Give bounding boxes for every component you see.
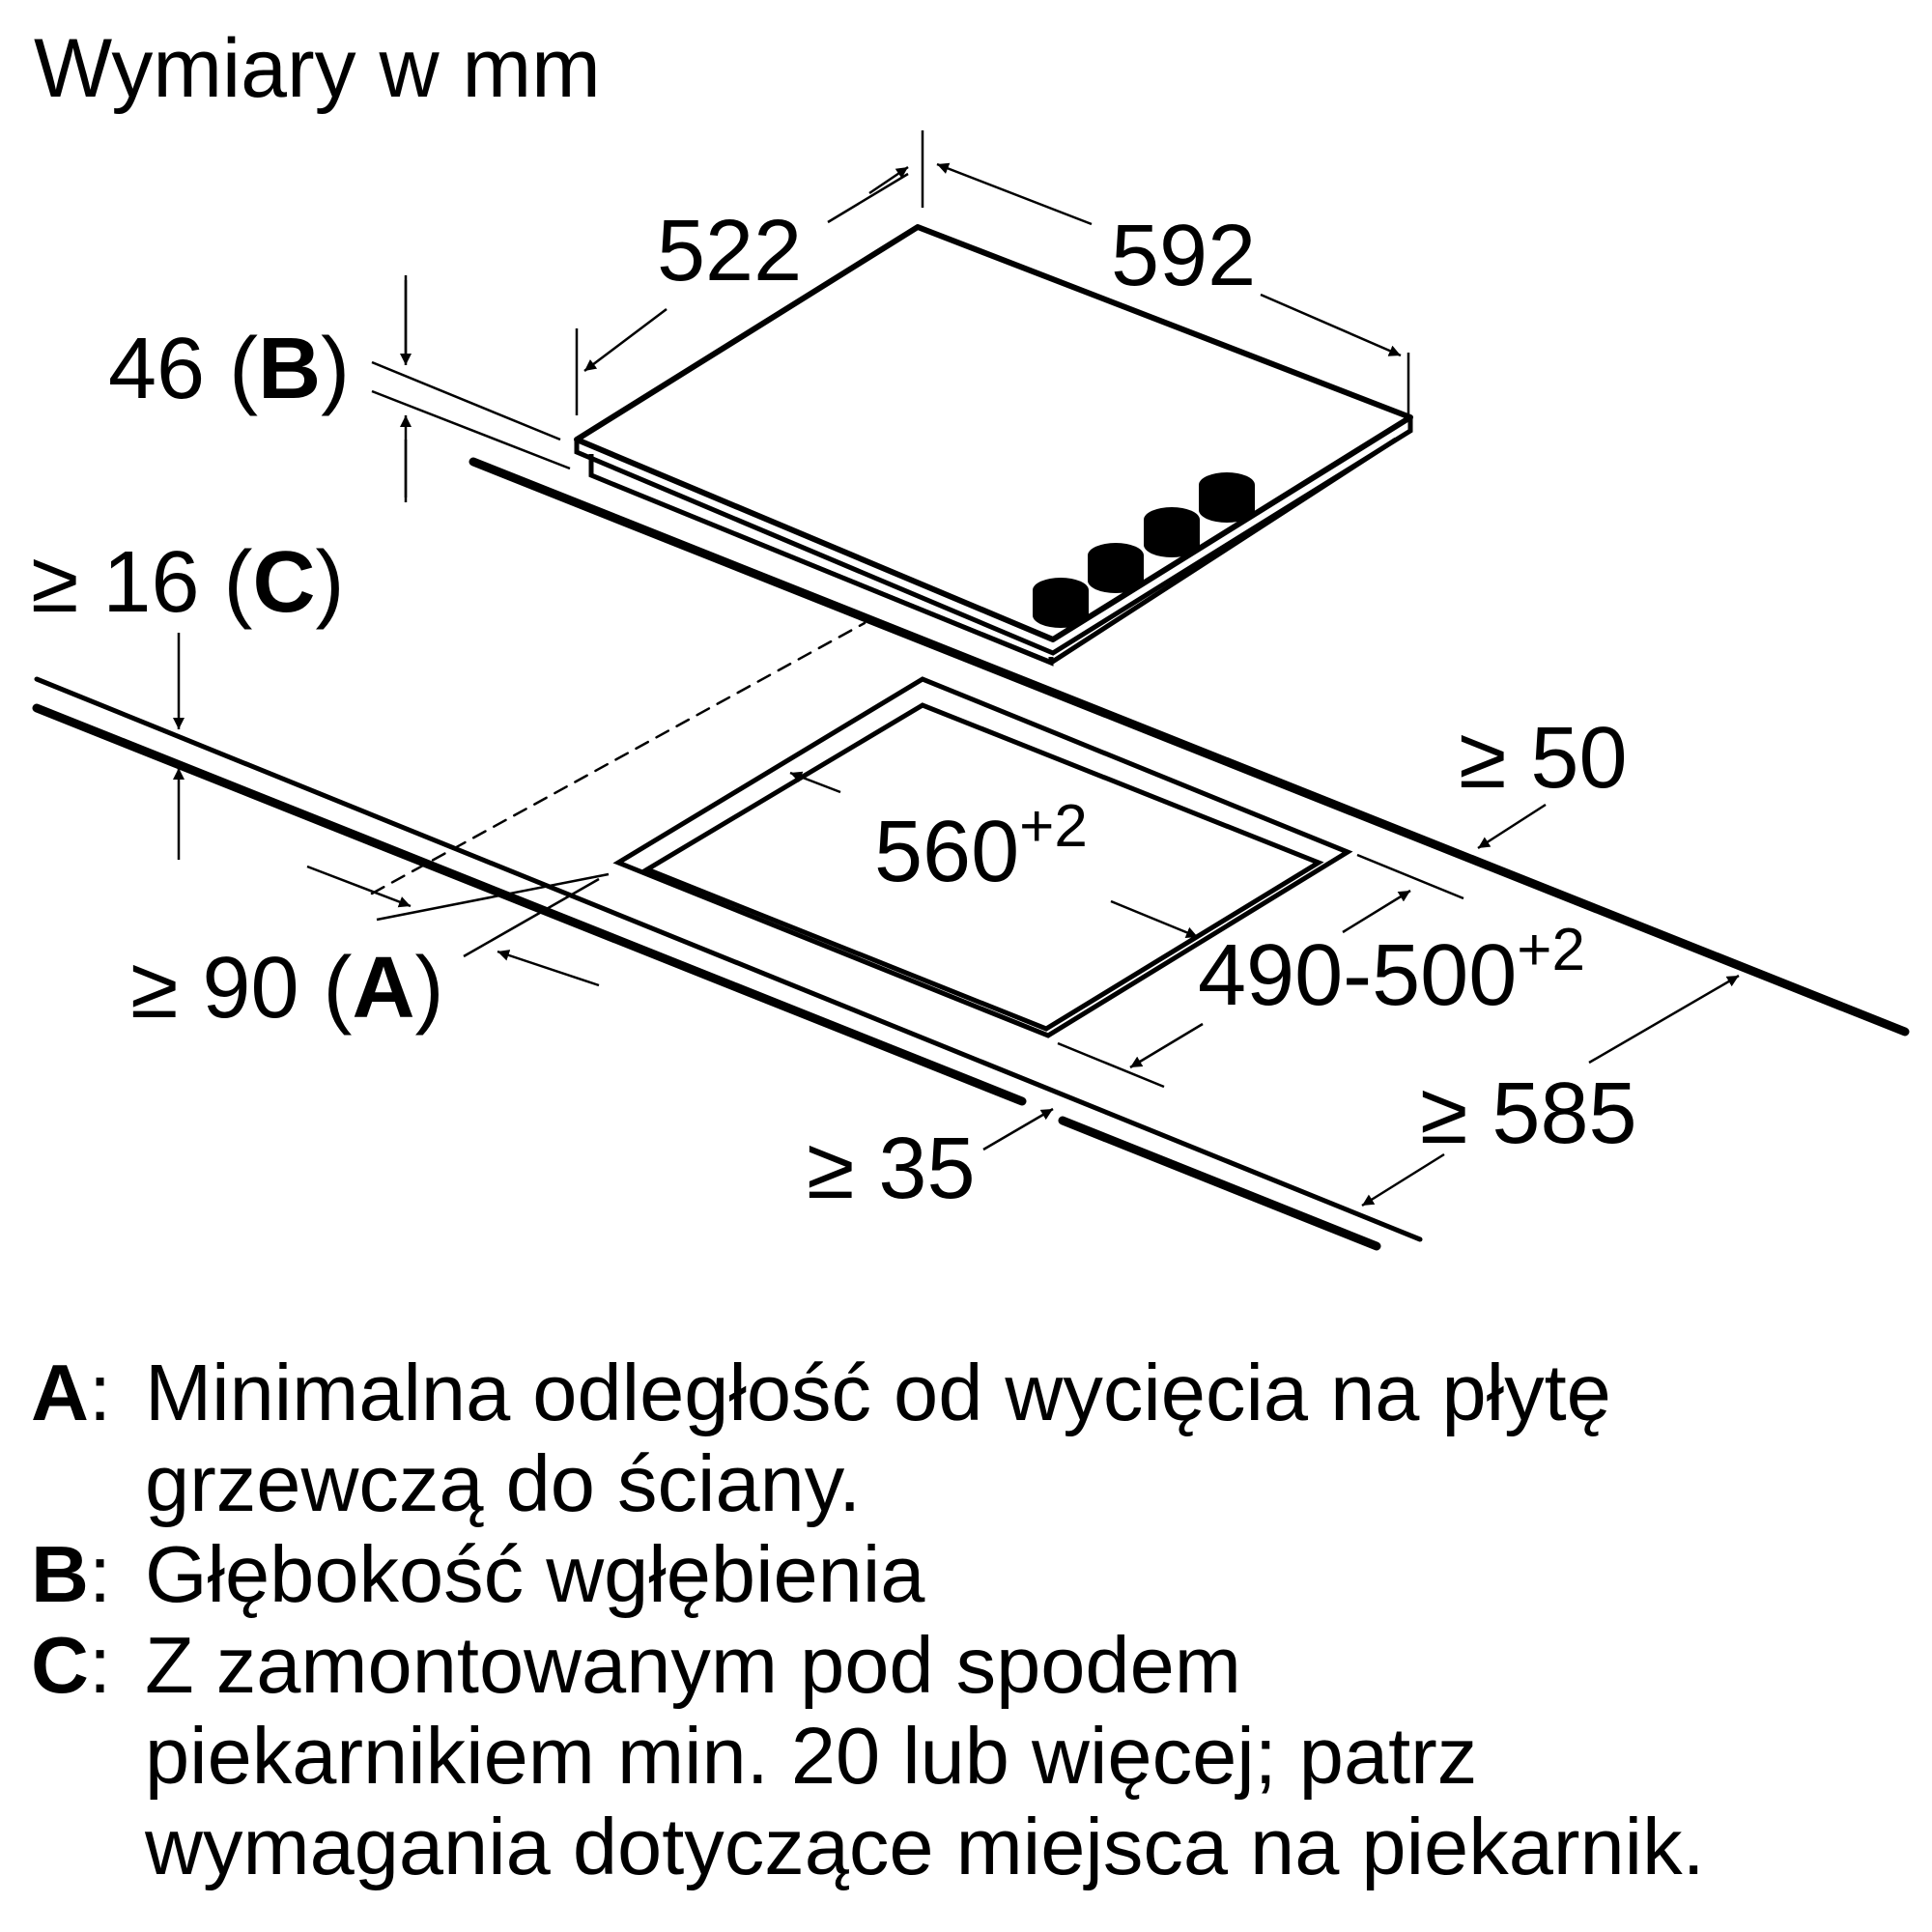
- legend-key: B: [31, 1529, 89, 1619]
- cutout-width-label: 560+2: [874, 793, 1088, 900]
- height-b-label: 46 (B): [108, 321, 350, 417]
- wall-gap-label: ≥ 50: [1459, 710, 1628, 807]
- dimension-lines: [173, 130, 1740, 1208]
- diagram-title: Wymiary w mm: [34, 22, 601, 115]
- legend-item-a: A: Minimalna odległość od wycięcia na pł…: [31, 1348, 1915, 1529]
- legend-text-line: Z zamontowanym pod spodem: [145, 1620, 1241, 1710]
- legend-item-c: C: Z zamontowanym pod spodem piekarnikie…: [31, 1620, 1915, 1892]
- legend-text-line: wymagania dotyczące miejsca na piekarnik…: [145, 1802, 1705, 1891]
- legend-text-line: piekarnikiem min. 20 lub więcej; patrz: [145, 1711, 1478, 1801]
- legend-key: A: [31, 1348, 89, 1437]
- legend-text-line: Głębokość wgłębienia: [145, 1529, 925, 1619]
- cutout-drawing: [612, 676, 1353, 1038]
- burner-knobs: [1033, 472, 1255, 628]
- legend-separator: :: [88, 1348, 112, 1437]
- front-gap-a-label: ≥ 90 (A): [130, 940, 443, 1037]
- cooktop-drawing: [574, 224, 1413, 667]
- cutout-depth-label: 490-500+2: [1198, 917, 1585, 1024]
- legend-separator: :: [88, 1529, 112, 1619]
- legend-text-line: Minimalna odległość od wycięcia na płytę: [145, 1348, 1611, 1437]
- legend-separator: :: [88, 1620, 112, 1710]
- worktop-depth-label: ≥ 585: [1420, 1065, 1637, 1162]
- legend-text-line: grzewczą do ściany.: [145, 1438, 862, 1528]
- knob-icon: [1144, 507, 1200, 557]
- front-edge-label: ≥ 35: [807, 1121, 976, 1217]
- depth-label: 522: [657, 203, 802, 299]
- legend-item-b: B: Głębokość wgłębienia: [31, 1529, 1915, 1620]
- gap-c-label: ≥ 16 (C): [31, 534, 344, 631]
- legend-key: C: [31, 1620, 89, 1710]
- legend: A: Minimalna odległość od wycięcia na pł…: [31, 1348, 1915, 1892]
- worktop-drawing: [32, 457, 1910, 1251]
- knob-icon: [1033, 578, 1089, 628]
- width-label: 592: [1111, 208, 1256, 304]
- knob-icon: [1199, 472, 1255, 523]
- knob-icon: [1088, 543, 1144, 593]
